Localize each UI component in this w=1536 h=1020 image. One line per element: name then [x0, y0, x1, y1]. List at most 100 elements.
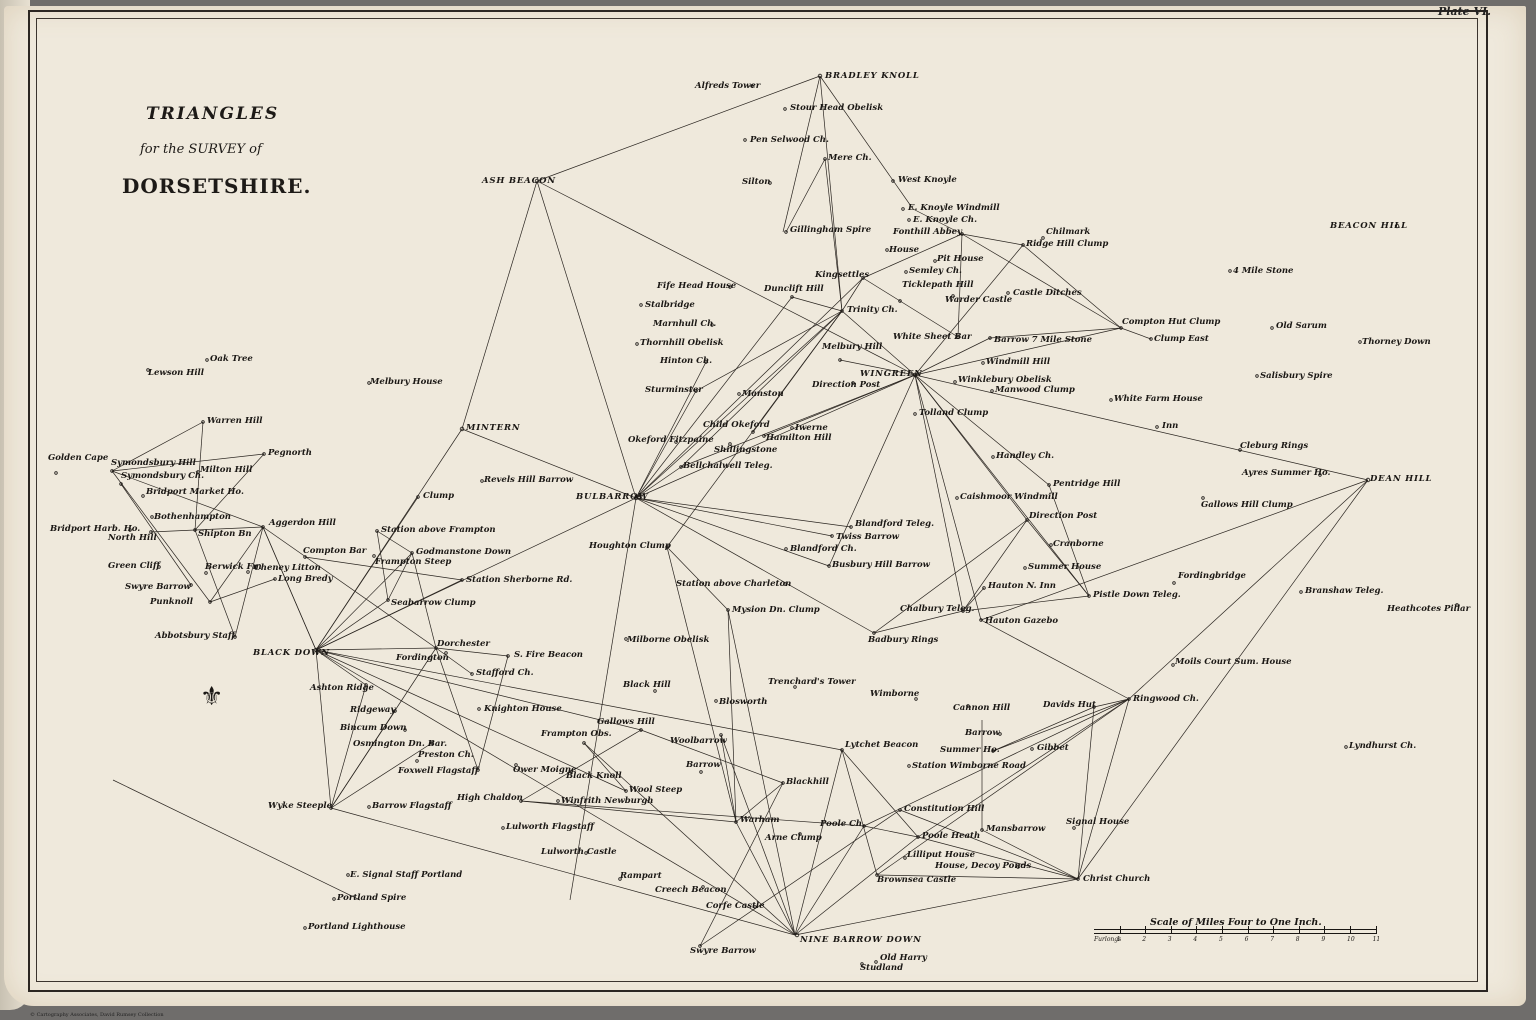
station-label: Clump — [423, 491, 455, 501]
triangulation-line — [111, 470, 211, 603]
scale-tick-label: 8 — [1295, 936, 1300, 943]
triangulation-line — [992, 698, 1130, 752]
triangulation-line — [782, 75, 821, 233]
station-point-icon — [332, 897, 336, 901]
station-point-icon — [1049, 543, 1053, 547]
station-point-icon — [966, 704, 970, 708]
station-label: Bincum Down — [340, 723, 407, 733]
triangulation-line — [1026, 519, 1090, 597]
station-point-icon — [1072, 826, 1076, 830]
station-point-icon — [1030, 747, 1034, 751]
station-point-icon — [119, 482, 123, 486]
station-point-icon — [262, 452, 266, 456]
station-label: Blandford Ch. — [790, 544, 857, 554]
station-point-icon — [653, 689, 657, 693]
station-label: Mere Ch. — [828, 153, 872, 163]
station-label: Compton Hut Clump — [1122, 317, 1221, 327]
triangulation-line — [828, 374, 916, 567]
station-point-icon — [916, 835, 920, 839]
triangulation-line — [914, 374, 982, 621]
station-label: Symondsbury Hill — [111, 458, 196, 468]
station-point-icon — [534, 178, 540, 184]
station-point-icon — [784, 230, 788, 234]
station-point-icon — [728, 442, 732, 446]
station-label: Alfreds Tower — [695, 81, 761, 91]
triangulation-line — [583, 742, 796, 936]
triangulation-line — [695, 310, 843, 392]
station-point-icon — [734, 820, 738, 824]
triangulation-line — [1093, 698, 1130, 708]
station-point-icon — [907, 764, 911, 768]
scale-tick — [1324, 926, 1326, 934]
station-point-icon — [674, 440, 678, 444]
station-point-icon — [1299, 590, 1303, 594]
station-point-icon — [639, 303, 643, 307]
station-label: Bothenhampton — [154, 512, 231, 522]
station-point-icon — [430, 741, 434, 745]
station-point-icon — [898, 808, 902, 812]
station-label: Ashton Ridge — [310, 683, 374, 693]
triangulation-line — [989, 327, 1122, 339]
station-point-icon — [514, 763, 518, 767]
station-point-icon — [459, 426, 465, 432]
map-title-line-1: TRIANGLES — [146, 104, 280, 124]
station-label: Ower Moigne — [513, 765, 577, 775]
station-label: Child Okeford — [703, 420, 770, 430]
station-point-icon — [584, 851, 588, 855]
station-point-icon — [582, 741, 586, 745]
station-label: White Sheet Bar — [893, 332, 972, 342]
station-point-icon — [991, 749, 995, 753]
station-label: Portland Spire — [337, 893, 407, 903]
station-label: North Hill — [108, 533, 157, 543]
station-point-icon — [1365, 477, 1371, 483]
triangulation-line — [917, 836, 1079, 880]
triangulation-line — [330, 742, 433, 809]
station-point-icon — [204, 571, 208, 575]
station-label: Christ Church — [1083, 874, 1151, 884]
station-label: Melbury Hill — [822, 342, 883, 352]
triangulation-line — [680, 374, 916, 468]
triangulation-line — [461, 428, 637, 499]
station-point-icon — [991, 455, 995, 459]
station-point-icon — [1394, 223, 1400, 229]
triangulation-line — [111, 453, 265, 472]
triangulation-line — [917, 698, 1130, 838]
station-point-icon — [960, 232, 964, 236]
triangulation-line — [435, 647, 509, 657]
station-label: Godmanstone Down — [416, 547, 512, 557]
triangulation-line — [666, 546, 737, 823]
station-label: Frampton Obs. — [541, 729, 612, 739]
station-label: MINTERN — [466, 423, 521, 433]
station-label: Signal House — [1066, 817, 1130, 827]
station-point-icon — [701, 885, 705, 889]
station-point-icon — [990, 389, 994, 393]
station-label: Gillingham Spire — [790, 225, 872, 235]
station-point-icon — [1149, 337, 1153, 341]
station-point-icon — [743, 138, 747, 142]
station-point-icon — [303, 555, 307, 559]
station-label: Station Sherborne Rd. — [466, 575, 573, 585]
station-point-icon — [961, 609, 965, 613]
station-point-icon — [1023, 566, 1027, 570]
station-label: Abbotsbury Staff — [155, 631, 235, 641]
triangulation-line — [794, 836, 919, 936]
station-label: Barrow — [686, 760, 721, 770]
station-point-icon — [1047, 483, 1051, 487]
station-point-icon — [1076, 877, 1080, 881]
triangulation-line — [699, 782, 784, 947]
station-label: Portland Lighthouse — [308, 922, 406, 932]
triangulation-line — [120, 483, 192, 586]
station-label: Marnhull Ch. — [653, 319, 717, 329]
station-label: NINE BARROW DOWN — [800, 935, 922, 945]
station-point-icon — [714, 699, 718, 703]
triangulation-line — [520, 800, 737, 823]
triangulation-line — [520, 729, 642, 802]
station-label: House — [889, 245, 920, 255]
station-label: Mysion Dn. Clump — [732, 605, 820, 615]
triangulation-line — [315, 647, 437, 651]
station-point-icon — [393, 709, 397, 713]
station-label: Manston — [742, 389, 784, 399]
station-point-icon — [1021, 243, 1025, 247]
triangulation-line — [1077, 706, 1095, 880]
station-point-icon — [415, 759, 419, 763]
